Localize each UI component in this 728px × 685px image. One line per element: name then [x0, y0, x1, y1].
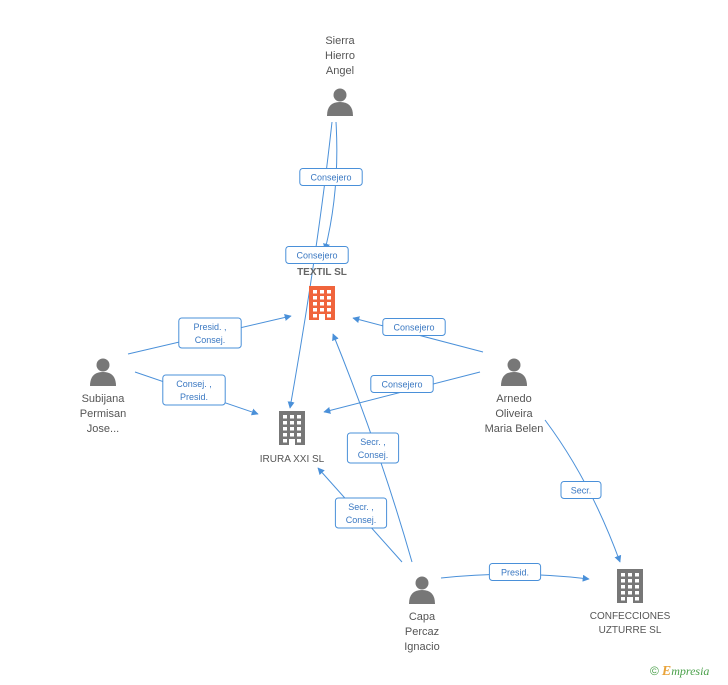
edge-role-text: Consej. , — [176, 379, 212, 389]
building-icon — [617, 569, 643, 603]
company-name-line: TEXTIL SL — [297, 267, 347, 278]
person-name-line: Arnedo — [496, 393, 531, 405]
company-name-line: CONFECCIONES — [590, 611, 671, 622]
edge-role-label[interactable]: Secr. , Consej. — [334, 497, 388, 529]
edge-role-text: Presid. — [180, 392, 208, 402]
edge-role-box — [334, 497, 388, 529]
person-name-line: Capa — [409, 611, 436, 623]
edge-role-label[interactable]: Presid. — [488, 563, 542, 581]
edge-role-label[interactable]: Consejero — [285, 246, 349, 264]
edge-role-box — [560, 481, 602, 499]
edge-sierra-irura — [287, 121, 333, 409]
person-node-subijana[interactable]: SubijanaPermisanJose... — [80, 358, 126, 436]
person-name-line: Sierra — [325, 35, 355, 47]
edge-role-box — [178, 317, 242, 349]
person-name-line: Maria Belen — [485, 423, 544, 435]
edge-role-text: Presid. , — [193, 322, 226, 332]
company-node-confecciones[interactable]: CONFECCIONES UZTURRE SL — [590, 569, 671, 636]
edge-role-label[interactable]: Secr. , Consej. — [346, 432, 400, 464]
person-name-line: Oliveira — [495, 408, 533, 420]
person-name-line: Jose... — [87, 423, 119, 435]
edge-role-box — [285, 246, 349, 264]
edge-role-label[interactable]: Consejero — [370, 375, 434, 393]
edge-role-box — [346, 432, 400, 464]
person-name-line: Ignacio — [404, 641, 439, 653]
company-node-textil[interactable]: TEXTIL SL — [297, 267, 347, 320]
brand-logo-text: mpresia — [671, 664, 710, 678]
edge-role-box — [488, 563, 542, 581]
edge-role-text: Presid. — [501, 568, 529, 578]
edge-role-box — [370, 375, 434, 393]
edge-sierra-textil — [323, 121, 338, 251]
edge-role-label[interactable]: Consejero — [382, 318, 446, 336]
brand-logo-initial: E — [661, 664, 672, 679]
edge-role-box — [382, 318, 446, 336]
edge-role-label[interactable]: Presid. , Consej. — [178, 317, 242, 349]
person-name-line: Angel — [326, 65, 354, 77]
edge-role-text: Consej. — [358, 450, 389, 460]
person-icon — [327, 88, 353, 116]
company-name-line: UZTURRE SL — [599, 625, 662, 636]
person-name-line: Hierro — [325, 50, 355, 62]
edge-role-box — [162, 374, 226, 406]
person-name-line: Subijana — [82, 393, 126, 405]
edge-role-text: Secr. , — [348, 502, 374, 512]
building-icon — [309, 286, 335, 320]
edge-role-box — [299, 168, 363, 186]
edge-role-text: Secr. , — [360, 437, 386, 447]
edge-role-text: Consej. — [195, 335, 226, 345]
person-icon — [90, 358, 116, 386]
footer-brand[interactable]: ©Empresia — [650, 664, 709, 680]
edge-role-text: Consejero — [381, 380, 422, 390]
copyright-symbol: © — [650, 664, 659, 678]
person-icon — [501, 358, 527, 386]
edge-role-text: Secr. — [571, 486, 592, 496]
person-name-line: Permisan — [80, 408, 126, 420]
company-name-line: IRURA XXI SL — [260, 454, 325, 465]
building-icon — [279, 411, 305, 445]
person-icon — [409, 576, 435, 604]
edge-role-text: Consejero — [393, 323, 434, 333]
edge-role-text: Consej. — [346, 515, 377, 525]
edge-role-text: Consejero — [310, 173, 351, 183]
person-name-line: Percaz — [405, 626, 439, 638]
nodes-layer: SierraHierroAngelSubijanaPermisanJose...… — [80, 35, 671, 653]
edge-role-label[interactable]: Secr. — [560, 481, 602, 499]
edge-role-label[interactable]: Consejero — [299, 168, 363, 186]
company-node-irura[interactable]: IRURA XXI SL — [260, 411, 325, 465]
edge-role-label[interactable]: Consej. , Presid. — [162, 374, 226, 406]
edge-role-text: Consejero — [296, 251, 337, 261]
